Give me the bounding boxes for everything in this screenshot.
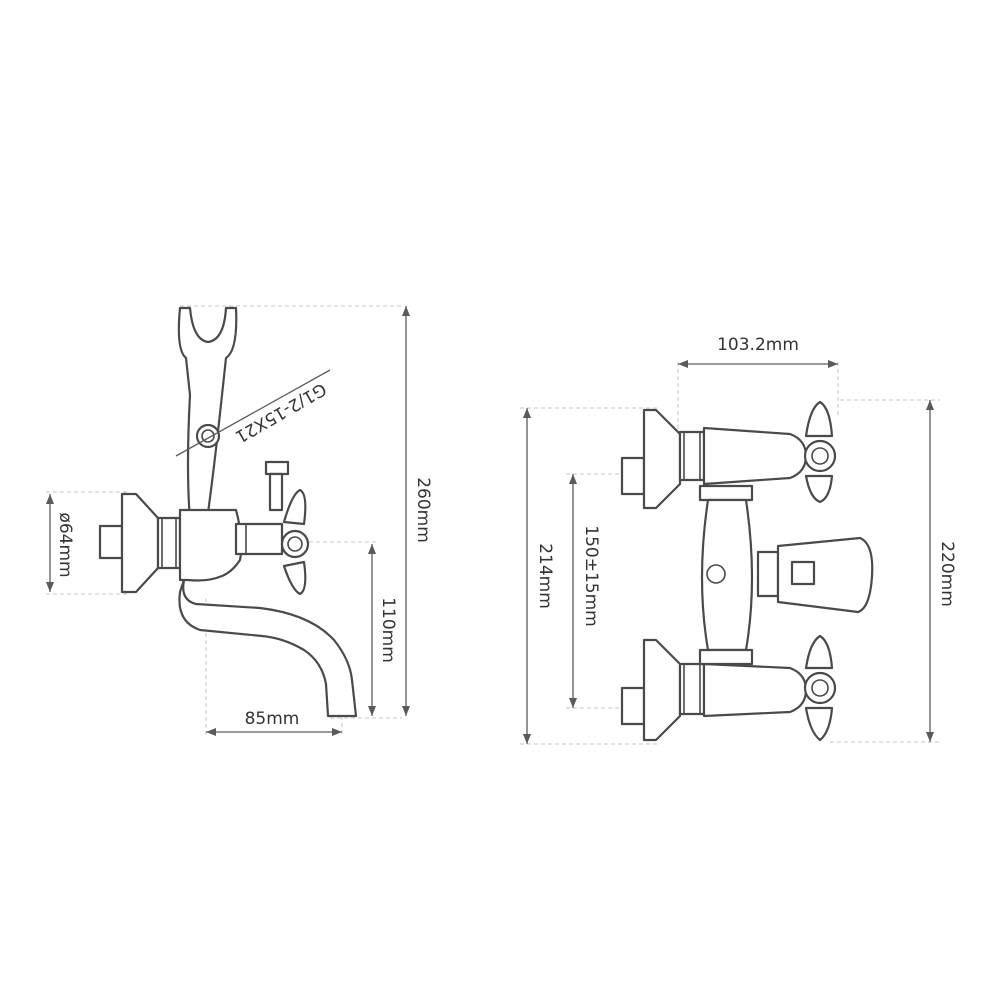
label-spout-height-110: 110mm	[378, 597, 398, 663]
dim-line-214	[523, 408, 531, 744]
mixer-body	[178, 460, 358, 718]
dim-line-85	[206, 728, 342, 736]
front-extension-lines	[520, 362, 940, 745]
label-thread-spec: G1/2-15X21	[232, 378, 330, 446]
bottom-cross-handle	[803, 634, 837, 742]
label-width-103: 103.2mm	[717, 335, 799, 355]
thread-leader	[175, 369, 331, 457]
label-center-150: 150±15mm	[581, 525, 601, 626]
label-spout-reach-85: 85mm	[245, 709, 300, 729]
top-cross-handle	[803, 400, 837, 504]
label-height-260: 260mm	[413, 477, 433, 543]
label-height-214: 214mm	[535, 543, 555, 609]
dim-line-64	[46, 494, 54, 592]
bottom-inlet	[620, 638, 808, 742]
front-view: 103.2mm 214mm 150±15mm 220mm	[520, 335, 957, 745]
dim-line-103	[678, 360, 838, 368]
shower-holder	[177, 306, 238, 522]
center-body	[698, 484, 754, 666]
wall-flange	[98, 492, 182, 594]
dim-line-110	[368, 544, 376, 716]
dim-line-260	[402, 306, 410, 716]
label-height-220: 220mm	[937, 541, 957, 607]
side-view: 260mm 110mm ø64mm 85mm G1/2-15X21	[46, 305, 433, 736]
label-flange-diameter: ø64mm	[55, 512, 75, 577]
side-cross-handle	[280, 488, 310, 596]
dim-line-150	[569, 474, 577, 708]
dim-line-220	[926, 400, 934, 742]
diverter-handle	[756, 536, 874, 614]
